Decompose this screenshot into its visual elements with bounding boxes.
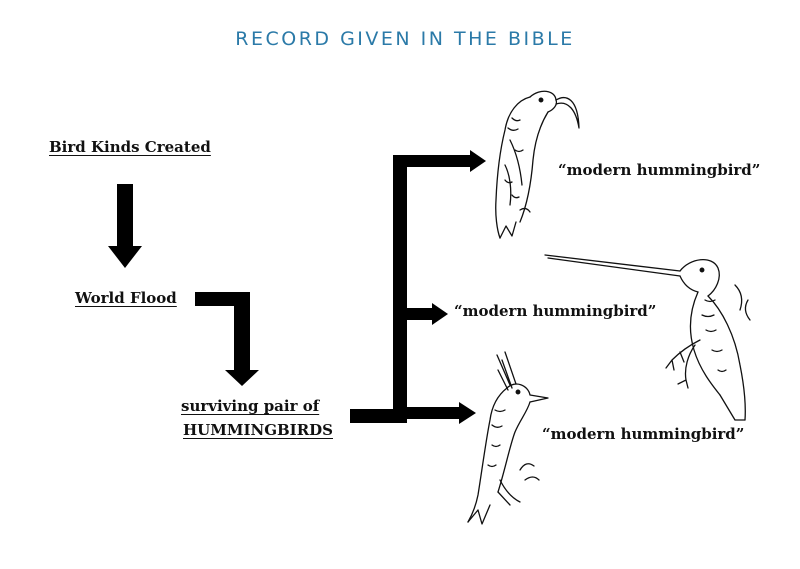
node-bird-kinds-created: Bird Kinds Created <box>49 138 211 156</box>
node-world-flood: World Flood <box>75 289 177 307</box>
arrow-branch-top <box>393 150 486 172</box>
arrow-branch-middle <box>400 303 448 325</box>
node-surviving-pair-line1: surviving pair of <box>181 397 320 415</box>
node-surviving-pair-line2: HUMMINGBIRDS <box>183 421 333 439</box>
diagram-title: RECORD GIVEN IN THE BIBLE <box>235 28 575 50</box>
arrows <box>108 150 486 424</box>
arrow-created-to-flood <box>108 184 142 268</box>
swordbill-hummingbird-drawing <box>544 254 751 421</box>
crested-hummingbird-drawing <box>467 351 549 525</box>
arrow-branch-bottom <box>400 402 476 424</box>
descendant-label-bottom: “modern hummingbird” <box>542 425 745 443</box>
arrow-flood-to-pair <box>195 292 259 386</box>
sicklebill-hummingbird-drawing <box>495 90 580 239</box>
descendant-label-middle: “modern hummingbird” <box>454 302 657 320</box>
descendant-label-top: “modern hummingbird” <box>558 161 761 179</box>
arrow-pair-to-branch <box>350 409 405 423</box>
branch-trunk <box>393 155 407 423</box>
